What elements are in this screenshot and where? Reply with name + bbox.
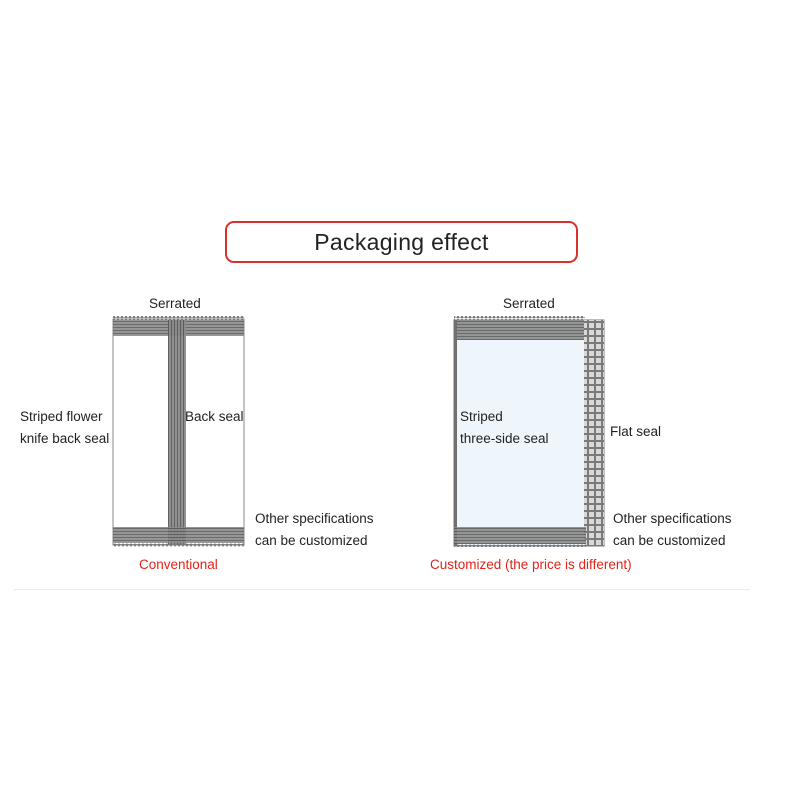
right-bottom-teeth — [454, 544, 586, 547]
right-left-edge — [454, 320, 457, 546]
left-top-teeth — [113, 316, 244, 320]
right-bag — [453, 316, 605, 547]
right-top-teeth — [454, 316, 585, 320]
right-inner-label-line1: Striped — [460, 409, 503, 424]
right-caption: Customized (the price is different) — [430, 557, 632, 572]
title-box: Packaging effect — [225, 221, 578, 263]
left-caption: Conventional — [139, 557, 218, 572]
left-note-line1: Other specifications — [255, 511, 374, 526]
right-note-line1: Other specifications — [613, 511, 732, 526]
left-note-line2: can be customized — [255, 533, 368, 548]
right-top-seal — [454, 320, 586, 340]
left-back-seal — [168, 320, 186, 545]
left-bag — [112, 316, 245, 547]
left-inner-label: Back seal — [185, 409, 244, 424]
right-inner-label-line2: three-side seal — [460, 431, 549, 446]
left-top-label: Serrated — [149, 296, 201, 311]
right-top-label: Serrated — [503, 296, 555, 311]
right-note-line2: can be customized — [613, 533, 726, 548]
right-flat-seal — [584, 320, 604, 546]
page-title: Packaging effect — [314, 228, 489, 255]
left-side-label-line1: Striped flower — [20, 409, 103, 424]
left-bottom-teeth — [113, 543, 244, 547]
divider-line — [14, 589, 750, 590]
left-bottom-seal — [113, 527, 244, 543]
right-bottom-seal — [454, 527, 586, 544]
left-side-label-line2: knife back seal — [20, 431, 110, 446]
right-side-label: Flat seal — [610, 424, 662, 439]
